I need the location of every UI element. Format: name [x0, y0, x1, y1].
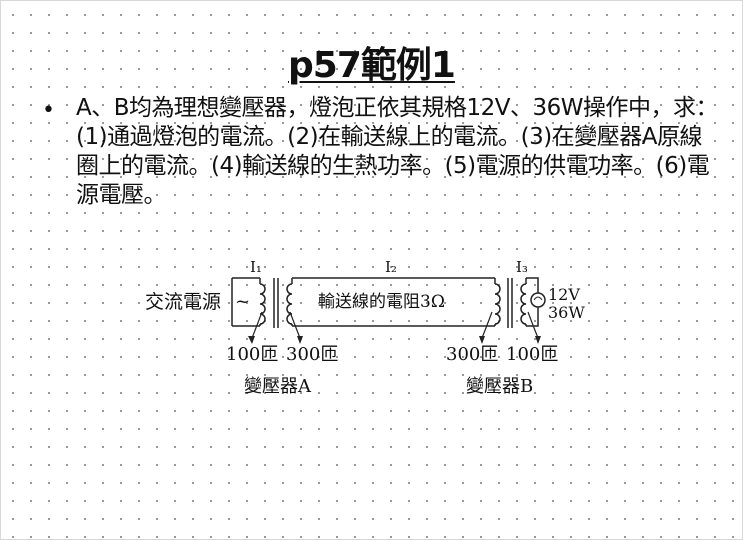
transformer-a-label: 變壓器A [244, 376, 312, 397]
lamp-voltage-label: 12V [548, 285, 580, 304]
transformer-b-label: 變壓器B [466, 376, 533, 397]
bullet-dot: • [42, 98, 55, 123]
turn-pointer-heads [248, 336, 541, 344]
ac-source-symbol: ~ [235, 291, 250, 312]
bullet-item: • A、B均為理想變壓器，燈泡正依其規格12V、36W操作中，求：(1)通過燈泡… [42, 94, 722, 210]
current-i1-label: I₁ [250, 258, 262, 276]
source-label: 交流電源 [145, 291, 221, 313]
transmission-line [292, 277, 495, 327]
lamp-power-label: 36W [548, 303, 585, 322]
transformer-b-core [507, 278, 513, 328]
source-loop [231, 277, 260, 327]
transformer-a-secondary-turns: 300匝 [286, 344, 338, 365]
lamp-icon [530, 292, 546, 308]
transformer-a-coil-primary [259, 278, 266, 326]
transformer-a-primary-turns: 100匝 [226, 344, 278, 365]
problem-text: A、B均為理想變壓器，燈泡正依其規格12V、36W操作中，求：(1)通過燈泡的電… [76, 95, 719, 208]
transformer-b-coil-primary [494, 278, 501, 326]
current-i3-label: I₃ [516, 258, 528, 276]
circuit-diagram: 交流電源 ~ I₁ I₂ 輸送線的電阻3Ω I₃ [145, 258, 585, 397]
transformer-a-coil-secondary [286, 278, 293, 326]
transformer-a-core [273, 278, 279, 328]
current-i2-label: I₂ [385, 258, 397, 276]
transformer-b-secondary-turns: 100匝 [506, 344, 558, 365]
slide-title: p57範例1 [288, 45, 456, 86]
lamp-filament-icon [533, 296, 543, 301]
line-resistance-label: 輸送線的電阻3Ω [318, 292, 445, 312]
transformer-b-primary-turns: 300匝 [446, 344, 498, 365]
transformer-b-coil-secondary [520, 278, 527, 326]
